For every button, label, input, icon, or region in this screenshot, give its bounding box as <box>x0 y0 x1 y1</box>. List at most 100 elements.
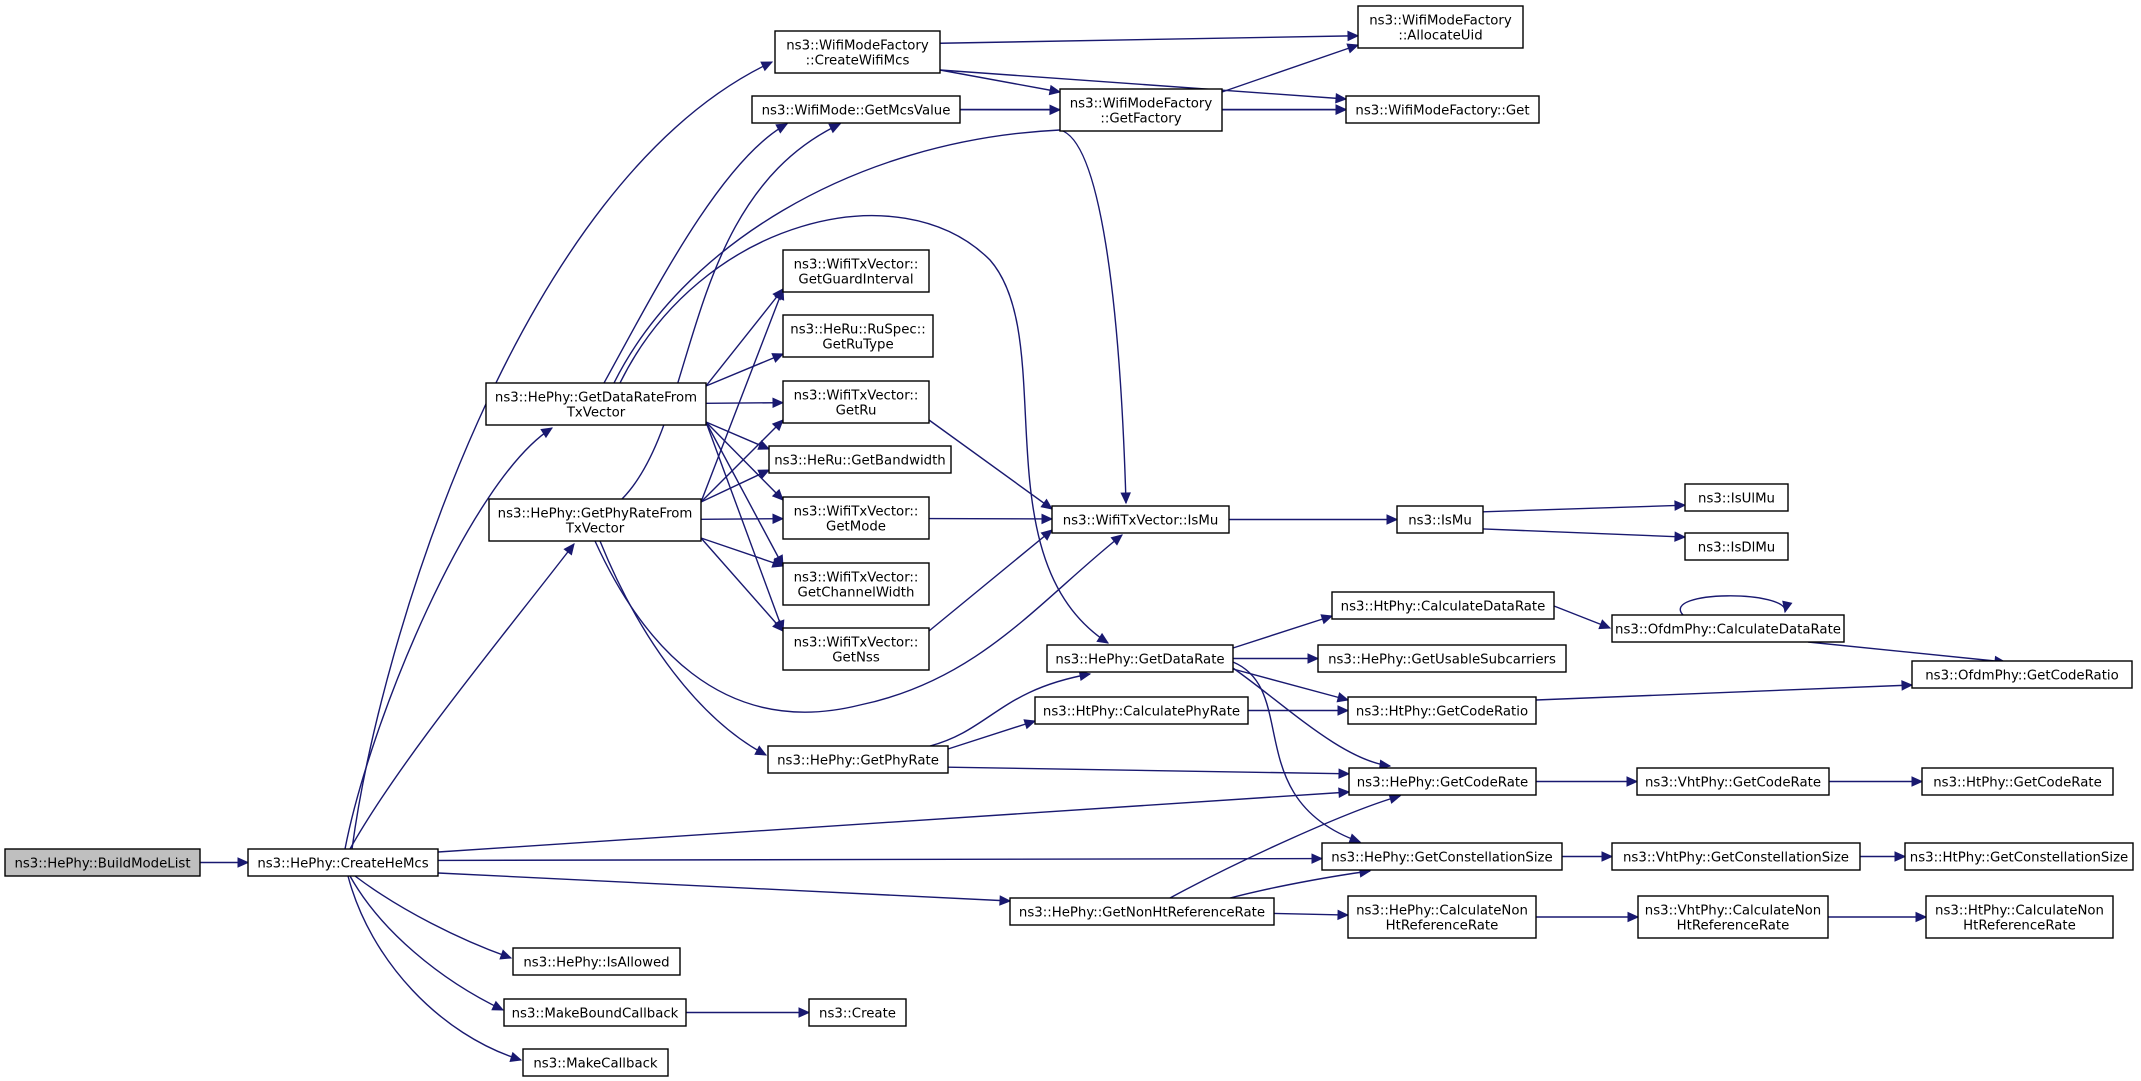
graph-edge-vht-get-code-rate-to-ht-get-code-rate <box>1829 776 1924 787</box>
graph-edge-arrowhead <box>757 440 771 450</box>
graph-edge-arrowhead <box>1598 619 1612 630</box>
graph-edge-arrowhead <box>540 427 554 439</box>
graph-node-he-get-code-rate[interactable]: ns3::HePhy::GetCodeRate <box>1348 767 1537 796</box>
graph-edge-arrowhead <box>1674 500 1687 511</box>
graph-node-label: GetRu <box>836 404 877 419</box>
graph-node-label: ns3::HePhy::GetUsableSubcarriers <box>1328 653 1556 668</box>
graph-node-label: ns3::MakeCallback <box>533 1057 658 1072</box>
graph-edge-vht-get-const-size-to-ht-get-const-size <box>1860 851 1907 862</box>
graph-node-ht-calc-data-rate[interactable]: ns3::HtPhy::CalculateDataRate <box>1331 591 1555 620</box>
graph-node-make-callback[interactable]: ns3::MakeCallback <box>522 1048 669 1077</box>
graph-node-box <box>247 848 439 877</box>
graph-edge-line <box>705 402 784 404</box>
graph-node-is-mu[interactable]: ns3::IsMu <box>1396 505 1484 534</box>
graph-node-vht-get-const-size[interactable]: ns3::VhtPhy::GetConstellationSize <box>1611 842 1861 871</box>
graph-edge-get-data-rate-from-tx-vector-to-he-get-data-rate <box>619 215 1110 644</box>
graph-node-box <box>512 947 681 976</box>
graph-node-is-allowed[interactable]: ns3::HePhy::IsAllowed <box>512 947 681 976</box>
graph-node-ht-get-code-rate[interactable]: ns3::HtPhy::GetCodeRate <box>1921 767 2114 796</box>
graph-node-ht-calc-phy-rate[interactable]: ns3::HtPhy::CalculatePhyRate <box>1034 696 1249 725</box>
graph-node-get-ru-type[interactable]: ns3::HeRu::RuSpec::GetRuType <box>782 314 934 358</box>
graph-edge-arrowhead <box>999 895 1012 906</box>
graph-node-get-channel-width[interactable]: ns3::WifiTxVector::GetChannelWidth <box>782 562 930 606</box>
graph-edge-arrowhead <box>760 61 774 72</box>
graph-edge-line <box>700 288 784 503</box>
graph-node-vht-get-code-rate[interactable]: ns3::VhtPhy::GetCodeRate <box>1636 767 1830 796</box>
graph-node-ht-get-const-size[interactable]: ns3::HtPhy::GetConstellationSize <box>1904 842 2134 871</box>
graph-node-label: ::GetFactory <box>1100 112 1181 127</box>
graph-edge-build-mode-list-to-create-he-mcs <box>200 857 250 868</box>
graph-edge-create-he-mcs-to-create-wifi-mcs <box>351 61 774 850</box>
graph-node-create-he-mcs[interactable]: ns3::HePhy::CreateHeMcs <box>247 848 439 877</box>
graph-node-get-mode[interactable]: ns3::WifiTxVector::GetMode <box>782 496 930 540</box>
graph-node-label: ns3::WifiMode::GetMcsValue <box>762 104 951 119</box>
graph-node-box <box>1348 767 1537 796</box>
graph-node-box <box>503 998 687 1027</box>
graph-node-make-bound-callback[interactable]: ns3::MakeBoundCallback <box>503 998 687 1027</box>
graph-node-is-ul-mu[interactable]: ns3::IsUlMu <box>1684 483 1789 512</box>
graph-node-allocate-uid[interactable]: ns3::WifiModeFactory::AllocateUid <box>1357 5 1524 49</box>
graph-edge-arrowhead <box>237 857 250 868</box>
graph-edge-get-non-ht-ref-rate-to-he-get-const-size <box>1229 867 1372 899</box>
graph-edge-arrowhead <box>1336 692 1350 703</box>
graph-node-ofdm-calc-data-rate[interactable]: ns3::OfdmPhy::CalculateDataRate <box>1611 614 1845 643</box>
graph-edge-arrowhead <box>1335 104 1348 115</box>
graph-node-get-usable-subcarriers[interactable]: ns3::HePhy::GetUsableSubcarriers <box>1317 644 1567 673</box>
graph-edge-arrowhead <box>1347 30 1360 42</box>
graph-node-get-guard-interval[interactable]: ns3::WifiTxVector::GetGuardInterval <box>782 249 930 293</box>
graph-node-label: ns3::HtPhy::CalculateDataRate <box>1341 600 1546 615</box>
graph-edge-get-phy-rate-from-tx-vector-to-get-guard-interval <box>700 287 785 503</box>
graph-node-get-nss[interactable]: ns3::WifiTxVector::GetNss <box>782 627 930 671</box>
graph-node-label: ns3::HePhy::GetCodeRate <box>1357 776 1529 791</box>
graph-node-he-get-data-rate[interactable]: ns3::HePhy::GetDataRate <box>1046 644 1234 673</box>
graph-node-label: ns3::IsDlMu <box>1698 541 1775 556</box>
graph-node-get-factory[interactable]: ns3::WifiModeFactory::GetFactory <box>1059 88 1223 132</box>
graph-edge-arrowhead <box>1048 84 1062 96</box>
call-graph-edges <box>200 30 2007 1062</box>
graph-node-label: GetNss <box>832 651 880 666</box>
graph-edge-create-he-mcs-to-get-phy-rate-from-tx-vector <box>349 543 575 850</box>
graph-node-build-mode-list[interactable]: ns3::HePhy::BuildModeList <box>4 848 201 877</box>
graph-node-label: ns3::WifiModeFactory::Get <box>1355 104 1529 119</box>
graph-edge-arrowhead <box>1041 513 1054 525</box>
graph-edge-get-phy-rate-from-tx-vector-to-he-get-phy-rate <box>599 540 768 756</box>
graph-node-label: HtReferenceRate <box>1386 919 1499 934</box>
graph-node-tx-is-mu[interactable]: ns3::WifiTxVector::IsMu <box>1051 505 1230 534</box>
graph-edge-he-get-data-rate-to-ht-calc-data-rate <box>1232 614 1334 649</box>
graph-node-label: ns3::OfdmPhy::GetCodeRatio <box>1925 669 2119 684</box>
graph-edge-arrowhead <box>1311 853 1324 864</box>
graph-node-get-non-ht-ref-rate[interactable]: ns3::HePhy::GetNonHtReferenceRate <box>1009 897 1275 926</box>
graph-edge-line <box>621 123 841 500</box>
graph-edge-line <box>928 419 1053 510</box>
graph-node-get-mcs-value[interactable]: ns3::WifiMode::GetMcsValue <box>751 95 961 124</box>
graph-edge-line <box>700 518 784 520</box>
graph-node-create-wifi-mcs[interactable]: ns3::WifiModeFactory::CreateWifiMcs <box>774 30 941 74</box>
graph-edge-line <box>1482 528 1686 538</box>
graph-node-label: GetGuardInterval <box>798 273 913 288</box>
graph-node-ht-get-code-ratio[interactable]: ns3::HtPhy::GetCodeRatio <box>1347 696 1537 725</box>
graph-edge-he-get-phy-rate-to-ht-calc-phy-rate <box>947 719 1037 750</box>
graph-node-ofdm-get-code-ratio[interactable]: ns3::OfdmPhy::GetCodeRatio <box>1911 660 2133 689</box>
graph-edge-arrowhead <box>499 949 513 960</box>
graph-node-label: ns3::HtPhy::GetCodeRate <box>1933 776 2102 791</box>
graph-node-he-get-phy-rate[interactable]: ns3::HePhy::GetPhyRate <box>767 745 949 774</box>
graph-edge-arrowhead <box>798 1007 811 1018</box>
graph-node-create[interactable]: ns3::Create <box>808 998 907 1027</box>
graph-edge-vht-calc-non-ht-to-ht-calc-non-ht <box>1828 911 1928 923</box>
graph-edge-arrowhead <box>1307 653 1320 664</box>
graph-edge-line <box>700 537 784 632</box>
graph-node-get-bandwidth[interactable]: ns3::HeRu::GetBandwidth <box>768 445 952 474</box>
graph-node-get-ru[interactable]: ns3::WifiTxVector::GetRu <box>782 380 930 424</box>
graph-node-label: ns3::HePhy::GetPhyRate <box>777 754 939 769</box>
graph-node-is-dl-mu[interactable]: ns3::IsDlMu <box>1684 532 1789 561</box>
graph-edge-line <box>1535 684 1913 701</box>
graph-node-mfget[interactable]: ns3::WifiModeFactory::Get <box>1345 95 1540 124</box>
graph-node-he-get-const-size[interactable]: ns3::HePhy::GetConstellationSize <box>1321 842 1563 871</box>
graph-node-box <box>1347 895 1537 939</box>
graph-node-label: ns3::IsMu <box>1408 514 1472 529</box>
